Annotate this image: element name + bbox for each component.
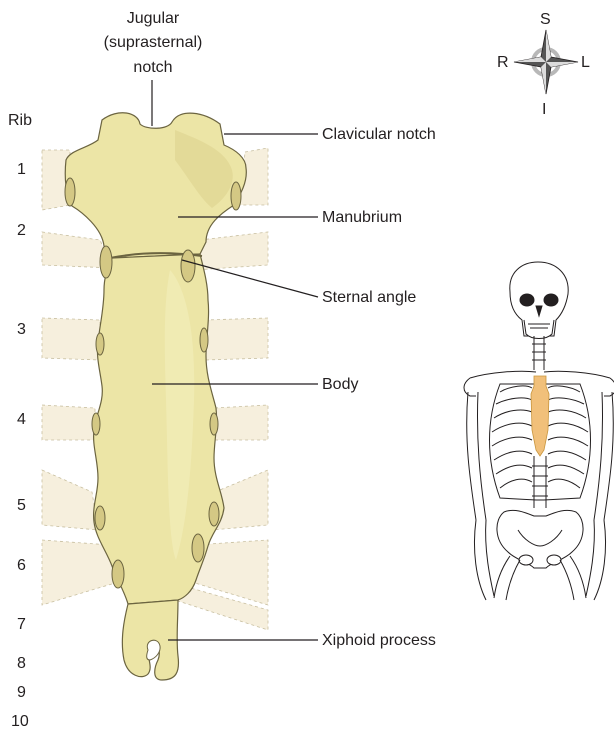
notch-2-left <box>100 246 112 278</box>
left-forearm <box>474 520 494 600</box>
jugular-notch-label: Jugular (suprasternal) notch <box>104 10 203 126</box>
notch-5-right <box>209 502 219 526</box>
pelvis <box>497 510 583 568</box>
notch-4-right <box>210 413 218 435</box>
xiphoid-foramen <box>147 640 160 660</box>
orientation-compass: S I R L <box>497 11 590 118</box>
rib-band-4 <box>42 405 95 440</box>
manubrium-label: Manubrium <box>322 209 402 226</box>
rib-column: Rib 1 2 3 4 5 6 7 8 9 10 <box>8 112 32 730</box>
body-label: Body <box>322 376 358 393</box>
cervical-spine <box>532 336 546 370</box>
right-obturator <box>547 555 561 565</box>
rib-band-4-right <box>215 405 268 440</box>
rib-number-4: 4 <box>17 411 26 428</box>
rib-number-1: 1 <box>17 161 26 178</box>
rib-heading: Rib <box>8 112 32 129</box>
right-humerus <box>594 392 613 520</box>
rib-band-3 <box>42 318 100 360</box>
notch-6-left <box>112 560 124 588</box>
compass-superior: S <box>540 11 551 28</box>
right-forearm <box>586 520 606 600</box>
rib-number-9: 9 <box>17 684 26 701</box>
left-orbit <box>520 294 534 306</box>
rib-number-5: 5 <box>17 497 26 514</box>
notch-1-left <box>65 178 75 206</box>
notch-6-right <box>192 534 204 562</box>
jugular-notch-line-1: Jugular <box>127 10 180 27</box>
rib-band-5 <box>42 470 98 530</box>
clavicular-notch-label: Clavicular notch <box>322 126 436 143</box>
left-obturator <box>519 555 533 565</box>
right-femur <box>560 556 586 600</box>
jaw <box>524 320 554 339</box>
rib-number-8: 8 <box>17 655 26 672</box>
compass-right: R <box>497 54 509 71</box>
sternum <box>65 113 246 680</box>
sternal-angle-label: Sternal angle <box>322 289 416 306</box>
notch-1-right <box>231 182 241 210</box>
rib-number-7: 7 <box>17 616 26 633</box>
rib-number-3: 3 <box>17 321 26 338</box>
xiphoid-process-label: Xiphoid process <box>322 632 436 649</box>
notch-2-right <box>181 250 195 282</box>
compass-inferior: I <box>542 101 546 118</box>
rib-band-3-right <box>205 318 268 360</box>
notch-4-left <box>92 413 100 435</box>
jugular-notch-line-3: notch <box>133 59 172 76</box>
compass-left: L <box>581 54 590 71</box>
notch-3-left <box>96 333 104 355</box>
left-humerus <box>467 392 486 520</box>
rib-number-6: 6 <box>17 557 26 574</box>
body-shape <box>94 254 224 604</box>
left-shoulder <box>464 378 476 396</box>
left-femur <box>494 556 520 600</box>
skeleton-thumbnail <box>464 262 614 600</box>
notch-3-right <box>200 328 208 352</box>
rib-number-10: 10 <box>11 713 29 730</box>
notch-5-left <box>95 506 105 530</box>
jugular-notch-line-2: (suprasternal) <box>104 34 203 51</box>
rib-number-2: 2 <box>17 222 26 239</box>
right-orbit <box>544 294 558 306</box>
